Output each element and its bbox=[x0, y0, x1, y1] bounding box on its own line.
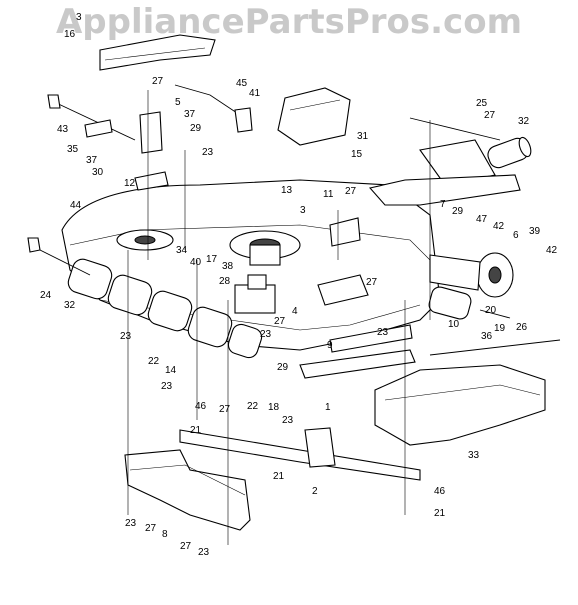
part-number-label: 27 bbox=[366, 277, 378, 288]
part-number-label: 33 bbox=[468, 450, 480, 461]
part-number-label: 21 bbox=[190, 425, 202, 436]
part-number-label: 23 bbox=[377, 327, 389, 338]
part-number-label: 22 bbox=[148, 356, 160, 367]
part-number-label: 35 bbox=[67, 144, 79, 155]
part-number-label: 14 bbox=[165, 365, 177, 376]
part-number-label: 37 bbox=[86, 155, 98, 166]
part-number-label: 45 bbox=[236, 78, 248, 89]
part-number-label: 27 bbox=[484, 110, 496, 121]
part-number-label: 32 bbox=[64, 300, 76, 311]
part-number-label: 39 bbox=[529, 226, 541, 237]
part-number-label: 4 bbox=[292, 306, 298, 317]
part-number-label: 27 bbox=[152, 76, 164, 87]
part-number-label: 13 bbox=[281, 185, 293, 196]
part-number-label: 15 bbox=[351, 149, 363, 160]
part-number-label: 26 bbox=[516, 322, 528, 333]
part-number-label: 42 bbox=[546, 245, 558, 256]
part-number-label: 22 bbox=[247, 401, 259, 412]
idler-cylinder bbox=[487, 136, 532, 169]
part-number-label: 2 bbox=[312, 486, 318, 497]
part-number-label: 20 bbox=[485, 305, 497, 316]
part-number-label: 18 bbox=[268, 402, 280, 413]
part-number-label: 27 bbox=[145, 523, 157, 534]
part-number-label: 7 bbox=[440, 199, 446, 210]
part-number-label: 46 bbox=[434, 486, 446, 497]
part-number-label: 30 bbox=[92, 167, 104, 178]
gearbox bbox=[234, 284, 276, 314]
watermark: AppliancePartsPros.com bbox=[55, 2, 522, 42]
part-number-label: 27 bbox=[219, 404, 231, 415]
part-number-label: 36 bbox=[481, 331, 493, 342]
part-number-label: 44 bbox=[70, 200, 82, 211]
part-number-label: 23 bbox=[125, 518, 137, 529]
part-number-label: 23 bbox=[260, 329, 272, 340]
part-number-label: 8 bbox=[162, 529, 168, 540]
part-number-label: 29 bbox=[190, 123, 202, 134]
part-number-label: 27 bbox=[274, 316, 286, 327]
part-number-label: 21 bbox=[273, 471, 285, 482]
part-number-label: 19 bbox=[494, 323, 506, 334]
part-number-label: 29 bbox=[277, 362, 289, 373]
part-number-label: 41 bbox=[249, 88, 261, 99]
gauge-wheel bbox=[429, 252, 514, 298]
part-number-label: 24 bbox=[40, 290, 52, 301]
part-number-label: 9 bbox=[327, 340, 333, 351]
part-number-label: 38 bbox=[222, 261, 234, 272]
part-number-label: 47 bbox=[476, 214, 488, 225]
part-number-label: 1 bbox=[325, 402, 331, 413]
part-number-label: 6 bbox=[513, 230, 519, 241]
part-number-label: 23 bbox=[161, 381, 173, 392]
part-number-label: 5 bbox=[175, 97, 181, 108]
part-number-label: 28 bbox=[219, 276, 231, 287]
part-number-label: 27 bbox=[180, 541, 192, 552]
part-number-label: 43 bbox=[57, 124, 69, 135]
part-number-label: 37 bbox=[184, 109, 196, 120]
part-number-label: 40 bbox=[190, 257, 202, 268]
part-number-label: 27 bbox=[345, 186, 357, 197]
front-roller bbox=[67, 258, 263, 359]
part-number-label: 16 bbox=[64, 29, 76, 40]
part-number-label: 42 bbox=[493, 221, 505, 232]
bottom-shield bbox=[124, 449, 251, 531]
part-number-label: 3 bbox=[300, 205, 306, 216]
part-number-label: 46 bbox=[195, 401, 207, 412]
part-number-label: 17 bbox=[206, 254, 218, 265]
part-number-label: 25 bbox=[476, 98, 488, 109]
part-number-label: 23 bbox=[282, 415, 294, 426]
part-number-label: 29 bbox=[452, 206, 464, 217]
part-number-label: 12 bbox=[124, 178, 136, 189]
part-number-label: 31 bbox=[357, 131, 369, 142]
bottom-bar bbox=[179, 429, 421, 481]
part-number-label: 23 bbox=[202, 147, 214, 158]
discharge-chute bbox=[374, 364, 546, 446]
part-number-label: 21 bbox=[434, 508, 446, 519]
part-number-label: 23 bbox=[120, 331, 132, 342]
part-number-label: 34 bbox=[176, 245, 188, 256]
belt-cover bbox=[277, 87, 351, 146]
top-shield bbox=[99, 34, 216, 71]
part-number-label: 23 bbox=[198, 547, 210, 558]
part-number-label: 11 bbox=[323, 189, 334, 200]
part-number-label: 3 bbox=[76, 12, 82, 23]
part-number-label: 10 bbox=[448, 319, 460, 330]
part-number-label: 32 bbox=[518, 116, 530, 127]
